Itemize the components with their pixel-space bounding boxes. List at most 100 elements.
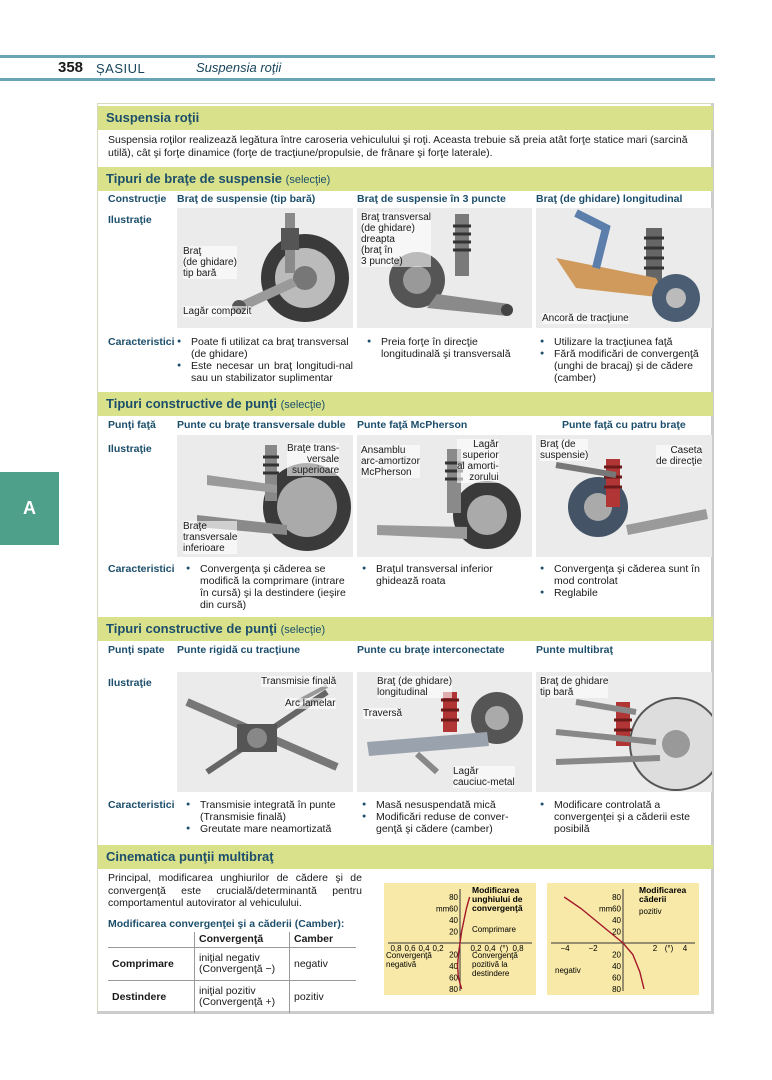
car-list-1: Transmisie integrată în punte (Transmisi… <box>186 799 356 835</box>
label-lagar-superior: Lagăr superior al amorti- zorului <box>457 439 499 483</box>
table-cell: negativ <box>289 947 356 981</box>
car-item: Greutate mare neamortizată <box>186 823 356 835</box>
label-ancora: Ancoră de tracţiune <box>542 313 629 324</box>
content-panel <box>97 103 714 1014</box>
illustration-punte-rigida: Transmisie finală Arc lamelar <box>177 672 353 792</box>
y-tick-label: 60 <box>449 974 458 983</box>
y-tick-label: 20 <box>612 928 621 937</box>
row-label-caracteristici: Caracteristici <box>108 799 175 811</box>
col-header-3: Punte multibraţ <box>536 644 614 656</box>
car-item: Modificare controlată a convergenţei şi … <box>540 799 700 835</box>
chart-title: unghiului de <box>472 894 523 904</box>
row-label-ilustratie: Ilustraţie <box>108 214 152 226</box>
label-ansamblu-mcpherson: Ansamblu arc-amortizor McPherson <box>361 445 420 478</box>
y-tick-label: 20 <box>612 951 621 960</box>
section-heading-punti-fata: Tipuri constructive de punţi (selecţie) <box>98 392 713 416</box>
chart-annotation: negativ <box>555 966 581 975</box>
car-list-3: Modificare controlată a convergenţei şi … <box>540 799 700 835</box>
y-tick-label: 80 <box>612 893 621 902</box>
page-number: 358 <box>58 59 84 76</box>
car-item: Convergenţa şi căderea sunt în mod contr… <box>540 563 712 587</box>
label-brat-bara: Braţ (de ghidare) tip bară <box>183 246 237 279</box>
table-row-label: Destindere <box>112 990 167 1003</box>
car-item: Poate fi utilizat ca braţ transversal (d… <box>177 336 353 360</box>
data-line <box>563 896 645 990</box>
section-heading-punti-spate: Tipuri constructive de punţi (selecţie) <box>98 617 713 641</box>
chart-annotation: Convergenţă <box>472 951 518 960</box>
col-header-1: Punte cu braţe transversale duble <box>177 419 346 431</box>
car-list-2: Preia forţe în direcţie longitudinală şi… <box>367 336 527 360</box>
car-item: Fără modificări de convergenţă (unghi de… <box>540 348 712 384</box>
chart-title: convergenţă <box>472 903 523 913</box>
chart-annotation: pozitivă la <box>472 960 508 969</box>
section-title: Suspensia roţii <box>196 60 282 75</box>
row-label-caracteristici: Caracteristici <box>108 336 175 348</box>
row-label-ilustratie: Ilustraţie <box>108 677 152 689</box>
label-brate-superioare: Braţe trans- versale superioare <box>287 443 340 476</box>
car-item: Convergenţa şi căderea se modifică la co… <box>186 563 346 611</box>
y-tick-label: 40 <box>612 916 621 925</box>
x-tick-label: −2 <box>588 944 598 953</box>
header-rule-top <box>0 55 715 58</box>
col-header-1: Punte rigidă cu tracţiune <box>177 644 301 656</box>
chart-annotation: pozitiv <box>639 907 662 916</box>
x-tick-label: (°) <box>500 944 509 953</box>
car-list-2: Masă nesuspendată mică Modificări reduse… <box>362 799 527 835</box>
car-list-3: Convergenţa şi căderea sunt în mod contr… <box>540 563 712 599</box>
section-heading-brate: Tipuri de braţe de suspensie (selecţie) <box>98 167 713 191</box>
row-label-punti-fata: Punţi faţă <box>108 419 156 431</box>
y-tick-label: 80 <box>612 985 621 994</box>
col-header-2: Punte faţă McPherson <box>357 419 468 431</box>
x-tick-label: 4 <box>683 944 688 953</box>
chart-annotation: destindere <box>472 969 510 978</box>
x-tick-label: 0,8 <box>390 944 402 953</box>
label-brat-suspensie: Braţ (de suspensie) <box>540 439 589 461</box>
col-header-1: Braţ de suspensie (tip bară) <box>177 193 316 205</box>
table-title: Modificarea convergenţei şi a căderii (C… <box>108 918 345 930</box>
y-tick-label: 80 <box>449 985 458 994</box>
car-list-3: Utilizare la tracţiunea faţă Fără modifi… <box>540 336 712 384</box>
col-header-2: Punte cu braţe interconectate <box>357 644 505 656</box>
car-item: Modificări reduse de conver-genţă şi căd… <box>362 811 527 835</box>
x-tick-label: 0,8 <box>512 944 524 953</box>
chart-title: Modificarea <box>639 885 687 895</box>
kinematics-table: Convergenţă Camber Comprimare iniţial ne… <box>108 932 356 1013</box>
chart-annotation: Convergenţă <box>386 951 432 960</box>
x-tick-label: 0,6 <box>404 944 416 953</box>
illustration-multibrat: Braţ de ghidare tip bară <box>536 672 712 792</box>
intro-text: Suspensia roţilor realizează legătura în… <box>108 134 688 159</box>
y-axis-label: mm <box>436 905 450 914</box>
car-item: Masă nesuspendată mică <box>362 799 527 811</box>
car-item: Braţul transversal inferior ghidează roa… <box>362 563 527 587</box>
car-item: Este necesar un braţ longitudi-nal sau u… <box>177 360 353 384</box>
col-header-2: Braţ de suspensie în 3 puncte <box>357 193 506 205</box>
x-tick-label: 0,2 <box>432 944 444 953</box>
col-header-3: Punte faţă cu patru braţe <box>562 419 686 431</box>
label-brate-inferioare: Braţe transversale inferioare <box>183 521 238 554</box>
x-tick-label: 2 <box>653 944 658 953</box>
table-row-label: Comprimare <box>108 947 195 981</box>
illustration-brate-interconectate: Braţ (de ghidare) longitudinal Traversă … <box>357 672 532 792</box>
chart-title: căderii <box>639 894 666 904</box>
table-cell: pozitiv <box>289 980 356 1013</box>
table-head-empty <box>108 932 195 948</box>
label-traversa: Traversă <box>363 708 403 719</box>
car-item: Utilizare la tracţiunea faţă <box>540 336 712 348</box>
x-tick-label: 0,4 <box>418 944 430 953</box>
illustration-3-puncte: Braţ transversal (de ghidare) dreapta (b… <box>357 208 532 328</box>
chart-title: Modificarea <box>472 885 520 895</box>
side-tab[interactable]: A <box>0 472 59 545</box>
y-tick-label: 40 <box>449 962 458 971</box>
y-tick-label: 20 <box>449 951 458 960</box>
row-label-punti-spate: Punţi spate <box>108 644 165 656</box>
table-head-convergenta: Convergenţă <box>194 932 290 948</box>
section-heading-cinematica: Cinematica punţii multibraţ <box>98 845 713 869</box>
y-tick-label: 20 <box>449 928 458 937</box>
label-brat-transversal: Braţ transversal (de ghidare) dreapta (b… <box>361 212 432 267</box>
car-list-1: Convergenţa şi căderea se modifică la co… <box>186 563 346 611</box>
y-tick-label: 60 <box>449 905 458 914</box>
y-tick-label: 40 <box>449 916 458 925</box>
table-head-camber: Camber <box>289 932 356 948</box>
x-tick-label: 0,4 <box>484 944 496 953</box>
